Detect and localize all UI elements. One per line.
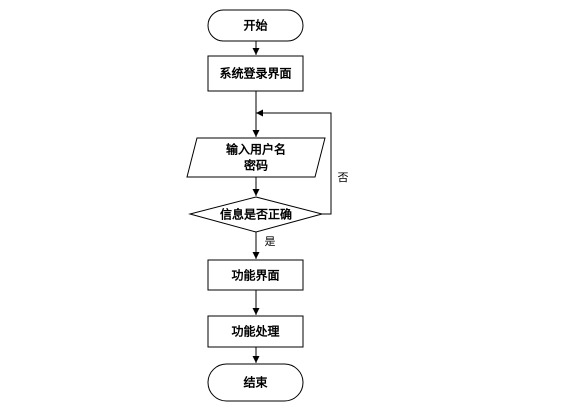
no-branch-label: 否 — [338, 171, 349, 184]
end-terminator-shape — [207, 363, 304, 402]
function-processing-process-shape — [207, 315, 304, 348]
function-screen-label: 功能界面 — [231, 268, 279, 283]
check-info-node: 信息是否正确 — [188, 196, 324, 233]
function-processing-label: 功能处理 — [231, 324, 279, 339]
input-credentials-label-line2: 密码 — [244, 158, 268, 173]
input-credentials-io-shape — [186, 137, 326, 178]
start-label: 开始 — [243, 18, 267, 33]
yes-branch-label: 是 — [265, 235, 276, 248]
function-processing-node: 功能处理 — [207, 315, 304, 348]
function-screen-node: 功能界面 — [207, 259, 304, 291]
function-screen-process-shape — [207, 259, 304, 291]
login-screen-node: 系统登录界面 — [207, 55, 304, 92]
check-info-label: 信息是否正确 — [220, 207, 292, 222]
input-credentials-label-line1: 输入用户名 — [226, 142, 286, 157]
end-node: 结束 — [207, 363, 304, 402]
login-screen-process-shape — [207, 55, 304, 92]
check-info-decision-shape — [188, 196, 324, 233]
login-screen-label: 系统登录界面 — [219, 66, 291, 81]
arrow-check-no-loop-to-input — [256, 109, 332, 215]
start-terminator-shape — [207, 9, 304, 42]
input-credentials-node: 输入用户名 密码 — [186, 137, 326, 178]
end-label: 结束 — [243, 375, 268, 390]
start-node: 开始 — [207, 9, 304, 42]
